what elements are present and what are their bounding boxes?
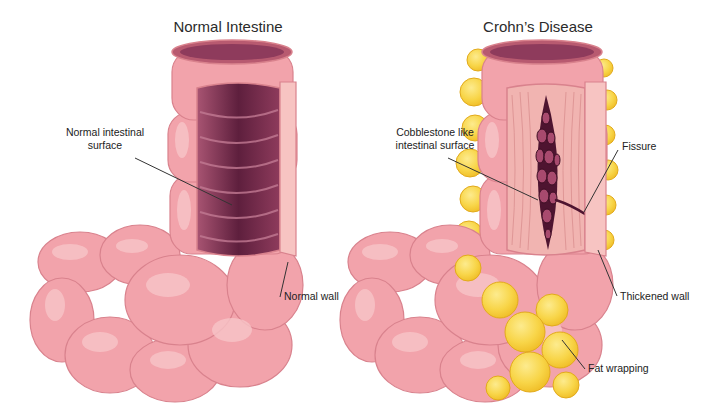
crohns-lumen: [512, 95, 515, 245]
crohns-lumen: [571, 92, 574, 248]
crohns-intestine: [340, 40, 613, 402]
crohns-lumen: [542, 209, 552, 223]
crohns-lumen: [585, 82, 606, 256]
panel-heading: Crohn’s Disease: [438, 18, 638, 37]
crohns-lumen: [579, 94, 582, 246]
part-label: Normal wall: [284, 290, 364, 303]
crohns-lumen: [536, 149, 544, 163]
normal-lumen: [200, 135, 278, 143]
crohns-lumen: [545, 229, 551, 239]
fat-wrapping: [510, 352, 550, 392]
leader-line: [135, 158, 232, 205]
normal-lumen: [200, 185, 278, 193]
normal-lumen: [200, 110, 278, 118]
crohns-lumen: [537, 169, 547, 183]
leader-line: [562, 340, 585, 369]
normal-lumen: [200, 234, 278, 242]
crohns-lumen: [556, 200, 585, 214]
fat-wrapping: [486, 376, 510, 400]
crohns-lumen: [554, 154, 560, 166]
crohns-lumen: [547, 132, 555, 144]
leader-line: [598, 250, 617, 296]
normal-lumen: [200, 210, 278, 218]
crohns-lumen: [520, 92, 524, 248]
crohns-lumen: [528, 92, 531, 250]
crohns-lumen: [507, 82, 606, 256]
crohns-lumen: [563, 92, 566, 250]
crohns-lumen: [537, 129, 547, 143]
crohns-lumen: [537, 95, 557, 250]
crohns-lumen: [547, 171, 557, 185]
normal-lumen: [197, 83, 280, 256]
part-label: Cobblestone like intestinal surface: [380, 126, 490, 152]
fat-wrapping: [505, 312, 545, 352]
crohns-lumen: [539, 189, 549, 203]
crohns-lumen: [512, 92, 581, 250]
normal-lumen: [280, 82, 296, 256]
part-label: Thickened wall: [620, 290, 710, 303]
normal-lumen: [200, 110, 278, 242]
part-label: Fat wrapping: [588, 362, 678, 375]
part-label: Normal intestinal surface: [55, 126, 155, 152]
normal-intestine: [30, 40, 303, 402]
fat-wrapping: [553, 372, 579, 398]
leader-line: [584, 150, 618, 212]
part-label: Fissure: [622, 140, 702, 153]
crohns-lumen: [549, 192, 557, 204]
crohns-lumen: [544, 150, 554, 164]
normal-lumen: [200, 160, 278, 168]
fat-wrapping: [455, 255, 481, 281]
leader-line: [448, 158, 538, 200]
crohns-lumen: [507, 84, 585, 255]
crohns-lumen: [536, 112, 560, 239]
fat-wrapping: [455, 255, 579, 400]
crohns-lumen: [542, 112, 550, 124]
normal-lumen: [197, 82, 296, 256]
panel-heading: Normal Intestine: [128, 18, 328, 37]
leader-line: [135, 150, 618, 369]
fat-wrapping: [482, 282, 518, 318]
